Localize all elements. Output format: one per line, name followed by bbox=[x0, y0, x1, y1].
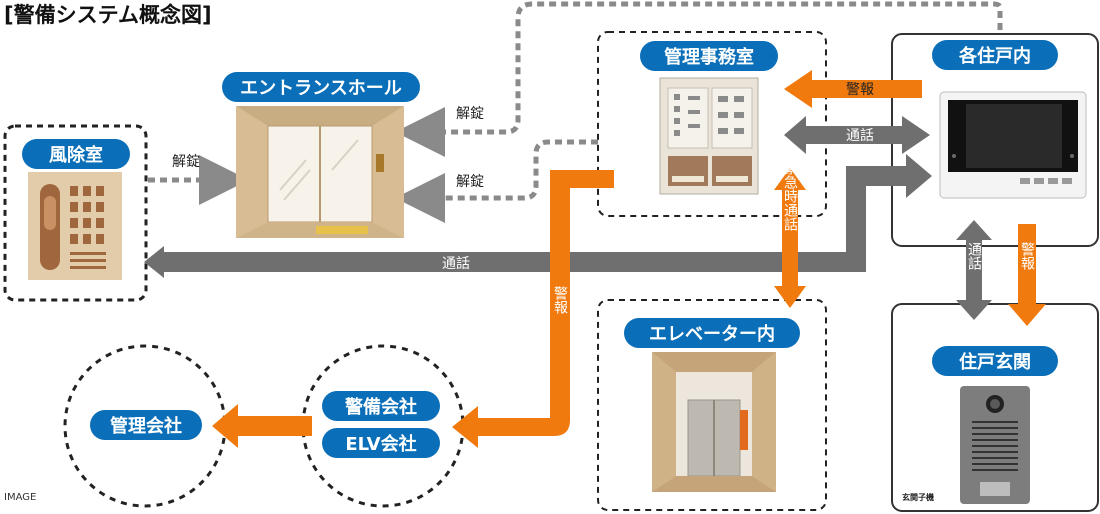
label-fujoshitsu: 風除室 bbox=[49, 144, 103, 166]
label-kanri-jimushitsu: 管理事務室 bbox=[664, 46, 754, 68]
pill-fujoshitsu: 風除室 bbox=[22, 139, 130, 169]
alarm-arrow-bottom bbox=[212, 404, 312, 448]
kanri-jimushitsu-box bbox=[597, 31, 827, 217]
label-kanri-kaisha: 管理会社 bbox=[110, 415, 182, 437]
label-kinkyuji-tsuwa: 緊急時通話 bbox=[782, 161, 798, 231]
door-phone-caption: 玄関子機 bbox=[902, 492, 934, 502]
alarm-arrow-top bbox=[784, 70, 922, 108]
label-keiho-right: 警報 bbox=[1019, 242, 1035, 270]
alarm-arrow-right bbox=[1008, 224, 1046, 326]
pill-elv-kaisha: ELV会社 bbox=[322, 428, 440, 458]
intercom-illustration bbox=[28, 172, 122, 280]
call-arrow-long bbox=[144, 154, 932, 278]
fujoshitsu-box bbox=[3, 124, 148, 302]
label-keiho-top: 警報 bbox=[846, 82, 874, 98]
label-elevator: エレベーター内 bbox=[649, 323, 775, 345]
elevator-box bbox=[597, 299, 827, 511]
control-panel-illustration bbox=[659, 77, 759, 195]
call-arrow-top bbox=[784, 116, 930, 154]
label-elv-kaisha: ELV会社 bbox=[345, 433, 416, 455]
pill-elevator: エレベーター内 bbox=[624, 318, 800, 348]
label-kaijo-top: 解錠 bbox=[456, 106, 484, 122]
diagram-title: [警備システム概念図] bbox=[4, 3, 212, 27]
pill-kaku-jukonai: 各住戸内 bbox=[932, 40, 1058, 70]
label-keiho-vertical: 警報 bbox=[552, 286, 568, 314]
entrance-hall-illustration bbox=[236, 106, 404, 238]
pill-kanri-jimushitsu: 管理事務室 bbox=[640, 41, 778, 71]
call-arrow-right bbox=[956, 220, 992, 320]
pill-jukogenkan: 住戸玄関 bbox=[932, 346, 1058, 376]
unlock-connectors bbox=[148, 1, 1003, 223]
label-kaijo-fujoshitsu: 解錠 bbox=[172, 154, 200, 170]
label-keibi-kaisha: 警備会社 bbox=[345, 396, 417, 418]
keibi-elv-circle bbox=[301, 344, 465, 508]
door-phone-illustration bbox=[960, 386, 1030, 504]
pill-kanri-kaisha: 管理会社 bbox=[90, 410, 202, 440]
label-jukogenkan: 住戸玄関 bbox=[959, 351, 1031, 373]
alarm-arrow-route bbox=[452, 170, 614, 448]
room-monitor-illustration bbox=[939, 91, 1087, 199]
pill-keibi-kaisha: 警備会社 bbox=[322, 391, 440, 421]
label-kaku-jukonai: 各住戸内 bbox=[958, 45, 1031, 67]
label-tsuwa-top: 通話 bbox=[846, 127, 874, 144]
label-tsuwa-right: 通話 bbox=[966, 242, 982, 270]
label-entrance-hall: エントランスホール bbox=[240, 78, 402, 99]
elevator-illustration bbox=[652, 352, 776, 492]
emergency-call-arrow bbox=[774, 168, 806, 308]
label-kaijo-middle: 解錠 bbox=[456, 174, 484, 190]
image-note: IMAGE bbox=[4, 492, 36, 503]
pill-entrance-hall: エントランスホール bbox=[222, 72, 420, 102]
label-tsuwa-long: 通話 bbox=[442, 255, 470, 272]
